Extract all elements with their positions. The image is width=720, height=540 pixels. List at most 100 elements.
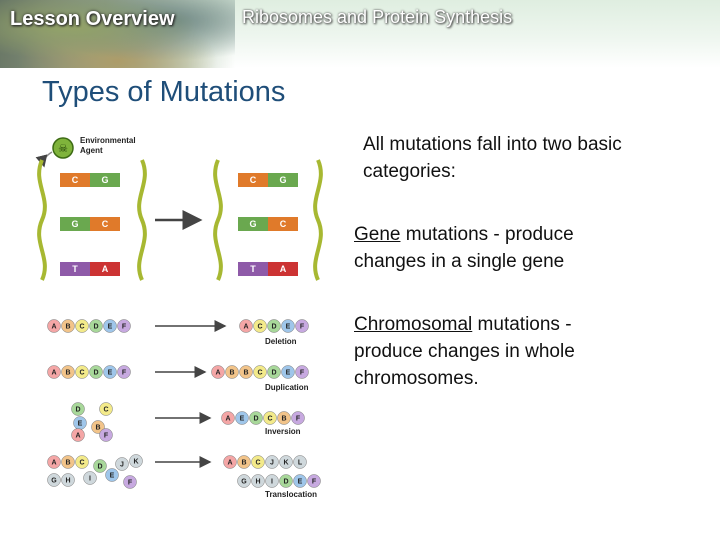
header-photo [0,0,235,68]
skull-glyph: ☠ [58,143,68,155]
chromosome-bead [223,455,237,469]
bead-label: A [51,370,56,377]
bead-label: B [95,425,100,432]
chromosome-bead [99,428,113,442]
bead-label: D [75,407,80,414]
chromosome-bead [115,457,129,471]
chromosome-bead [61,319,75,333]
gene-description: mutations - produce changes in a single … [354,224,574,272]
base-label: G [101,175,108,185]
bead-label: B [65,324,70,331]
chromosome-bead [293,474,307,488]
chromosome-bead [89,319,103,333]
bead-label: D [93,324,98,331]
chromosome-bead [61,455,75,469]
chromosomal-description: mutations - produce changes in whole chr… [354,314,575,389]
bead-label: F [312,479,317,486]
chromosome-bead [251,455,265,469]
chromosome-bead [61,365,75,379]
bead-label: E [298,479,303,486]
bead-label: D [253,416,258,423]
chromosome-bead [47,473,61,487]
bead-label: F [128,480,133,487]
chromosome-bead [291,411,305,425]
bead-label: A [75,433,80,440]
skull-icon [52,137,74,159]
base-label: T [72,264,78,274]
bead-label: E [78,421,83,428]
chromosome-bead [83,471,97,485]
bead-label: B [241,460,246,467]
base-right [268,262,298,276]
chromosome-bead [47,455,61,469]
chromosome-bead [117,319,131,333]
bead-label: F [296,416,301,423]
bead-label: B [65,370,70,377]
chromosome-bead [307,474,321,488]
chromosome-bead [281,365,295,379]
chromosome-bead [267,365,281,379]
chromosome-bead [103,365,117,379]
bead-label: K [283,460,288,467]
base-label: C [102,219,109,229]
bead-label: C [255,460,260,467]
bead-label: G [241,479,247,486]
bead-label: F [122,370,127,377]
chromosome-bead [253,365,267,379]
chromosome-bead [277,411,291,425]
chromosome-bead [249,411,263,425]
bead-label: C [103,407,108,414]
chromosome-bead [253,319,267,333]
bead-label: F [300,370,305,377]
base-label: G [71,219,78,229]
bead-label: C [257,324,262,331]
bead-label: J [270,460,274,467]
bead-label: A [227,460,232,467]
base-left [238,173,268,187]
base-right [90,262,120,276]
chromosome-bead [71,402,85,416]
base-label: G [279,175,286,185]
base-left [60,217,90,231]
gene-term: Gene [354,224,401,245]
chromosome-bead [47,365,61,379]
bead-label: D [271,324,276,331]
bead-label: I [271,479,273,486]
bead-label: A [51,324,56,331]
chromosome-bead [123,475,137,489]
chromosome-bead [265,474,279,488]
lesson-subject-title: Ribosomes and Protein Synthesis [242,7,513,27]
chromosomal-mutation-text: Chromosomal mutations - produce changes … [354,311,634,392]
chromosome-bead [225,365,239,379]
gene-mutation-text: Gene mutations - produce changes in a si… [354,221,624,275]
agent-arrow [35,151,53,168]
chromosome-bead [105,468,119,482]
base-label: C [72,175,79,185]
base-left [238,217,268,231]
chromosome-bead [279,474,293,488]
bead-label: E [110,473,115,480]
chromosome-bead [279,455,293,469]
bead-label: D [271,370,276,377]
chromosome-bead [237,474,251,488]
chromosome-bead [103,319,117,333]
chromosome-bead [93,459,107,473]
slide-title: Types of Mutations [42,76,286,108]
chromosome-bead [61,473,75,487]
base-right [268,173,298,187]
bead-label: C [79,460,84,467]
bead-label: E [286,370,291,377]
dna-before: C G G C T A [37,159,147,281]
chromosome-bead [235,411,249,425]
bead-label: F [300,324,305,331]
lesson-overview-label: Lesson Overview [10,8,175,30]
bead-label: K [133,459,138,466]
chromosome-bead [75,455,89,469]
intro-text: All mutations fall into two basic catego… [363,131,693,185]
bead-label: A [243,324,248,331]
base-label: C [280,219,287,229]
bead-label: L [298,460,303,467]
bead-label: C [267,416,272,423]
bead-label: D [93,370,98,377]
